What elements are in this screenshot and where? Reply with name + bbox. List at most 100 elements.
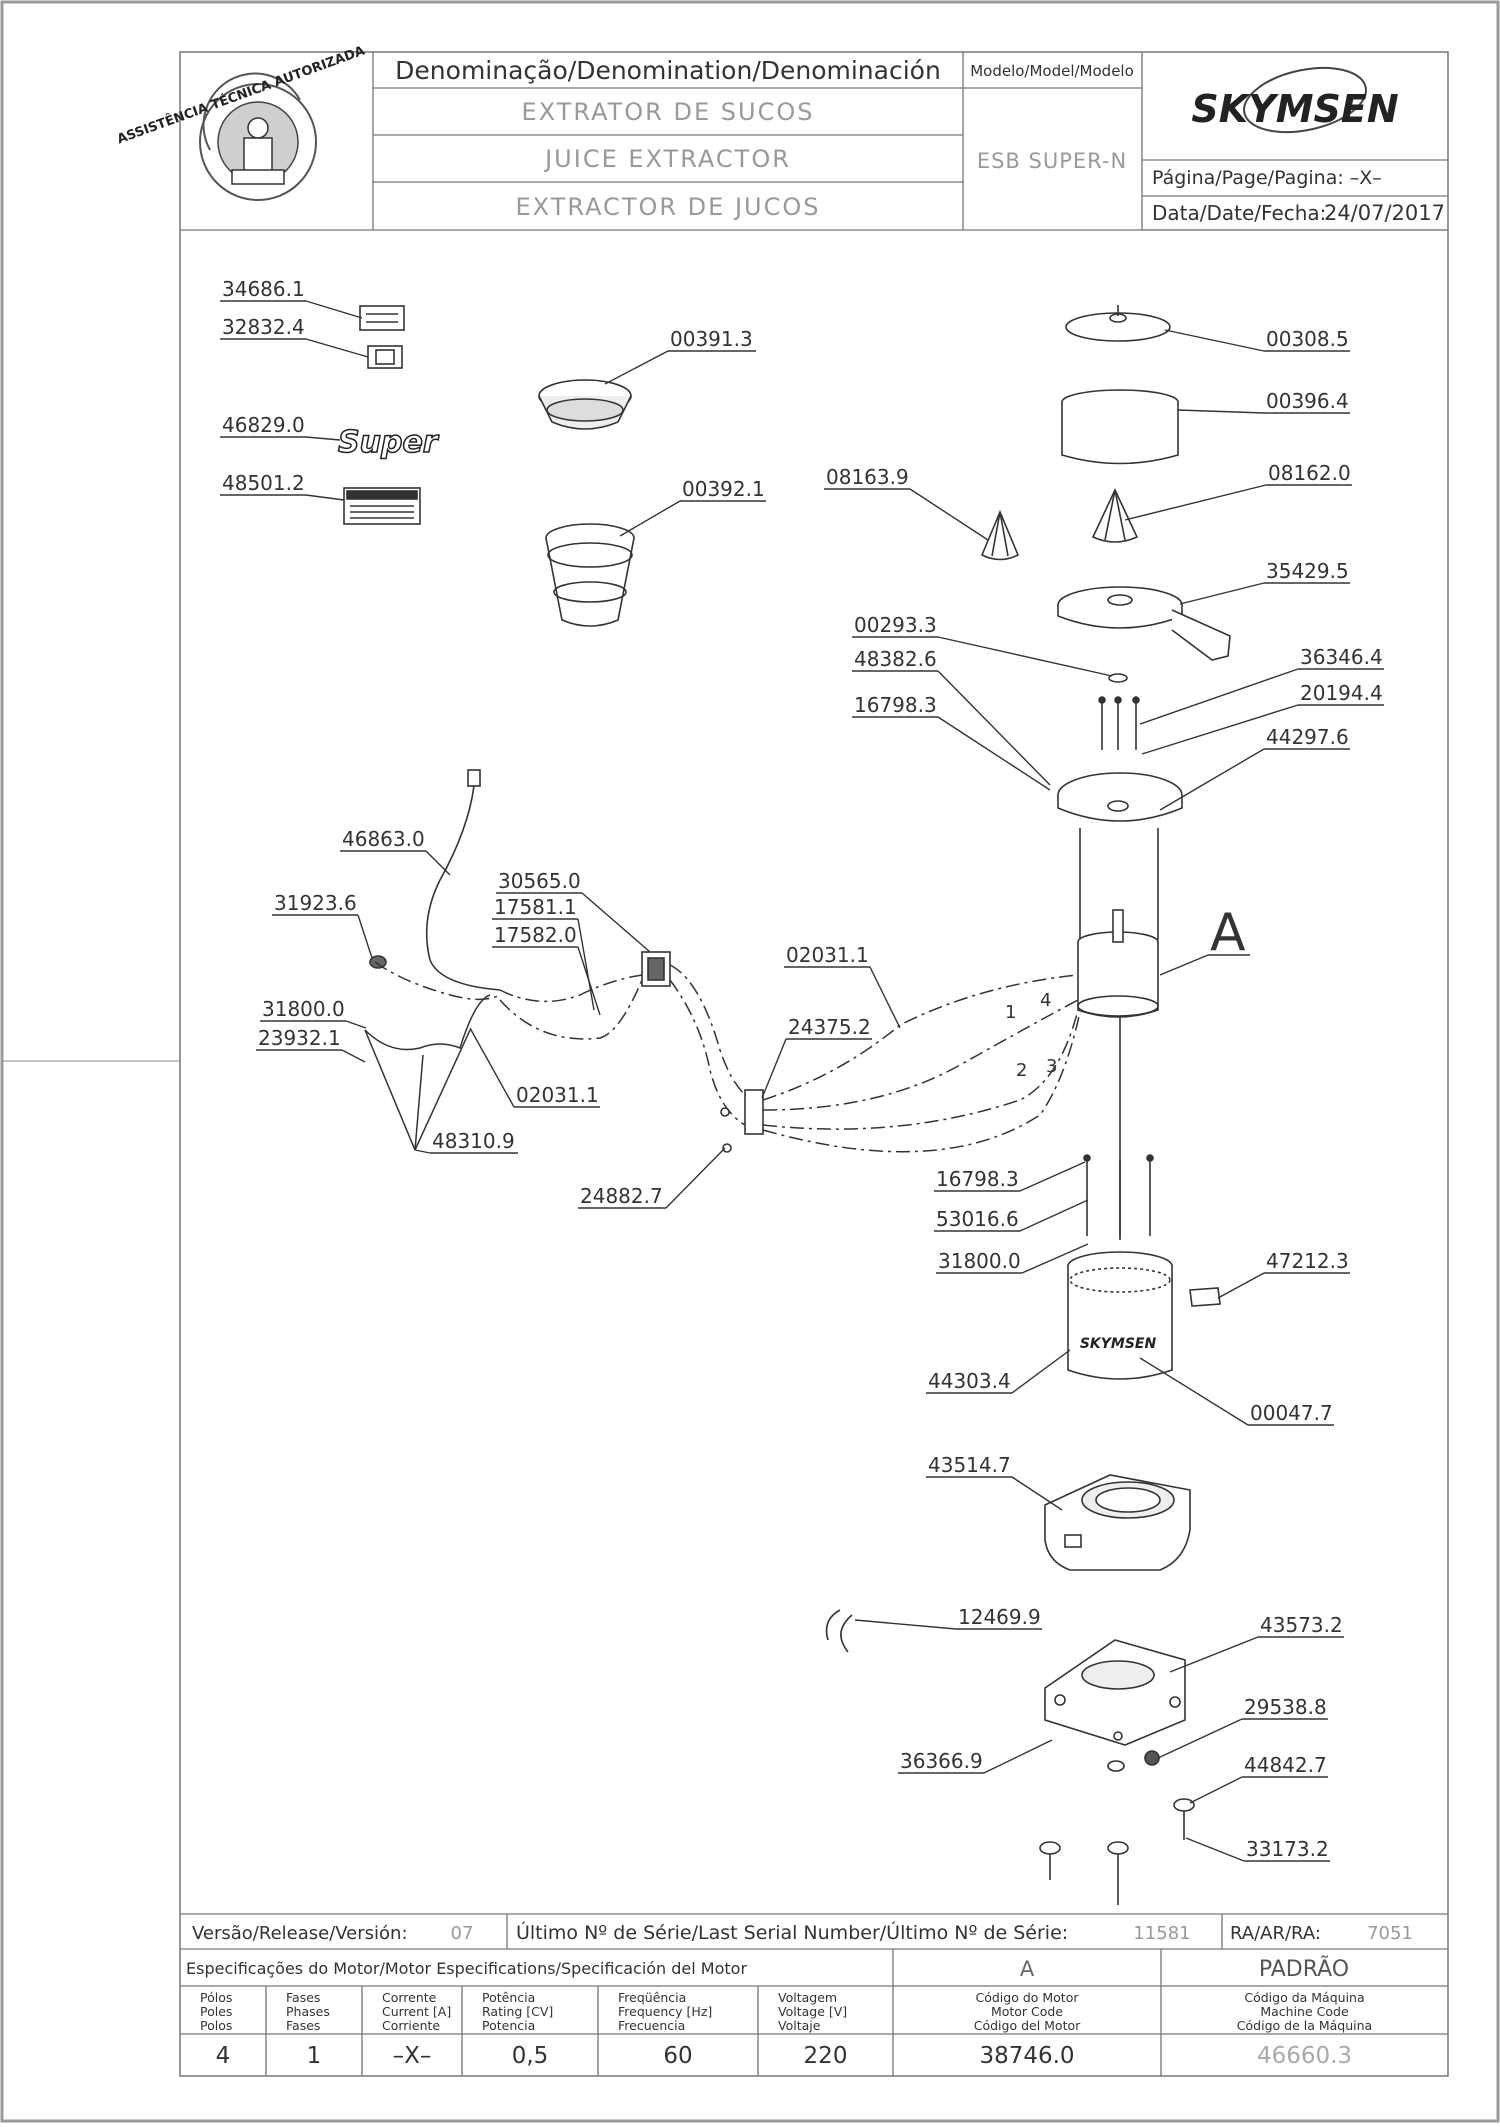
callout-p31800a: 31800.0 — [260, 997, 367, 1029]
callout-p16798a: 16798.3 — [852, 693, 1051, 791]
part-number-label: 29538.8 — [1244, 1695, 1327, 1719]
callout-p44842: 44842.7 — [1189, 1753, 1328, 1804]
part-number-label: 00392.1 — [682, 477, 765, 501]
callout-p02031a: 02031.1 — [784, 943, 901, 1029]
part-number-label: 08163.9 — [826, 465, 909, 489]
spec-header-h3: Código de la Máquina — [1237, 2018, 1372, 2033]
wire-number-3: 3 — [1046, 1056, 1057, 1077]
spec-header-h2: Poles — [200, 2004, 232, 2019]
part-number-label: 20194.4 — [1300, 681, 1383, 705]
spec-header-h1: Voltagem — [778, 1990, 837, 2005]
part-number-label: 23932.1 — [258, 1026, 341, 1050]
serial-label: Último Nº de Série/Last Serial Number/Úl… — [516, 1920, 1068, 1944]
reamer-08162 — [1091, 488, 1139, 543]
part-number-label: 00396.4 — [1266, 389, 1349, 413]
model-label: Modelo/Model/Modelo — [970, 62, 1134, 80]
leader-line — [1179, 582, 1265, 605]
leader-line — [1124, 484, 1267, 521]
leader-line — [469, 1027, 515, 1108]
callout-p44303: 44303.4 — [926, 1349, 1071, 1394]
part-number-label: 33173.2 — [1246, 1837, 1329, 1861]
part-number-label: 00047.7 — [1250, 1401, 1333, 1425]
leader-line — [761, 1038, 787, 1099]
part-number-label: 31800.0 — [262, 997, 345, 1021]
sticker-34686 — [359, 305, 405, 331]
leader-line — [305, 494, 345, 501]
spec-header-h2: Current [A] — [382, 2004, 451, 2019]
leader-line — [305, 338, 369, 358]
denomination-label: Denominação/Denomination/Denominación — [395, 56, 941, 85]
part-number-label: 24882.7 — [580, 1184, 663, 1208]
callout-p31800b: 31800.0 — [936, 1243, 1089, 1274]
spec-header-h1: Freqüência — [618, 1990, 686, 2005]
callout-p32832: 32832.4 — [220, 315, 369, 358]
leader-line — [1217, 1272, 1265, 1299]
spec-header-h2: Phases — [286, 2004, 330, 2019]
model-value: ESB SUPER-N — [977, 149, 1127, 173]
leader-line — [1011, 1476, 1063, 1511]
date-value: 24/07/2017 — [1324, 201, 1445, 225]
part-number-label: 44297.6 — [1266, 725, 1349, 749]
spec-header-h3: Corriente — [382, 2018, 440, 2033]
wire-number-1: 1 — [1005, 1002, 1016, 1023]
leader-line — [577, 946, 601, 1016]
leader-line — [357, 914, 373, 959]
callout-p00396: 00396.4 — [1177, 389, 1350, 414]
wire-number-4: 4 — [1040, 990, 1051, 1011]
spec-value: 4 — [216, 2043, 231, 2069]
spec-header-h2: Frequency [Hz] — [618, 2004, 712, 2019]
part-number-label: 00308.5 — [1266, 327, 1349, 351]
leader-line — [665, 1147, 726, 1209]
part-number-label: 12469.9 — [958, 1605, 1041, 1629]
serial-value: 11581 — [1133, 1923, 1190, 1944]
brand-name: SKYMSEN — [1191, 87, 1398, 131]
callout-p20194: 20194.4 — [1141, 681, 1384, 755]
part-number-label: 32832.4 — [222, 315, 305, 339]
leader-line — [581, 892, 651, 953]
leader-line — [1139, 668, 1299, 725]
leader-line — [604, 350, 669, 385]
spec-header-h1: Potência — [482, 1990, 535, 2005]
leader-line — [983, 1739, 1053, 1774]
callout-p44297: 44297.6 — [1159, 725, 1350, 811]
spec-header-h1: Fases — [286, 1990, 320, 2005]
spec-value: 38746.0 — [979, 2043, 1074, 2069]
callout-p53016: 53016.6 — [934, 1199, 1089, 1232]
callout-p47212: 47212.3 — [1217, 1249, 1350, 1299]
callout-p36366: 36366.9 — [898, 1739, 1053, 1774]
callout-p24882: 24882.7 — [578, 1147, 726, 1209]
callout-p48310: 48310.9 — [414, 1129, 518, 1154]
footer-grid — [180, 1913, 1448, 2076]
callout-p00391: 00391.3 — [604, 327, 756, 385]
leader-line — [869, 966, 901, 1029]
svg-text:Super: Super — [338, 425, 440, 460]
leader-line — [1185, 1837, 1245, 1862]
callout-p43514: 43514.7 — [926, 1453, 1063, 1511]
part-number-label: 31800.0 — [938, 1249, 1021, 1273]
part-number-label: 08162.0 — [1268, 461, 1351, 485]
wiring — [374, 961, 1081, 1153]
leader-line — [414, 1149, 431, 1154]
part-number-label: 36366.9 — [900, 1749, 983, 1773]
callout-p00308: 00308.5 — [1164, 327, 1350, 352]
leader-line — [1159, 954, 1209, 976]
spec-value: –X– — [393, 2043, 432, 2069]
callout-p12469: 12469.9 — [854, 1605, 1042, 1630]
spec-header-h2: Voltage [V] — [778, 2004, 847, 2019]
part-number-label: 43514.7 — [928, 1453, 1011, 1477]
wire-number-2: 2 — [1016, 1060, 1027, 1081]
spec-header-h2: Rating [CV] — [482, 2004, 553, 2019]
name-es: EXTRACTOR DE JUCOS — [516, 193, 821, 221]
part-number-label: 46863.0 — [342, 827, 425, 851]
spec-header-h3: Polos — [200, 2018, 232, 2033]
callout-p48382: 48382.6 — [852, 647, 1051, 786]
standard-label: PADRÃO — [1259, 1955, 1349, 1982]
callout-p30565: 30565.0 — [496, 869, 651, 953]
